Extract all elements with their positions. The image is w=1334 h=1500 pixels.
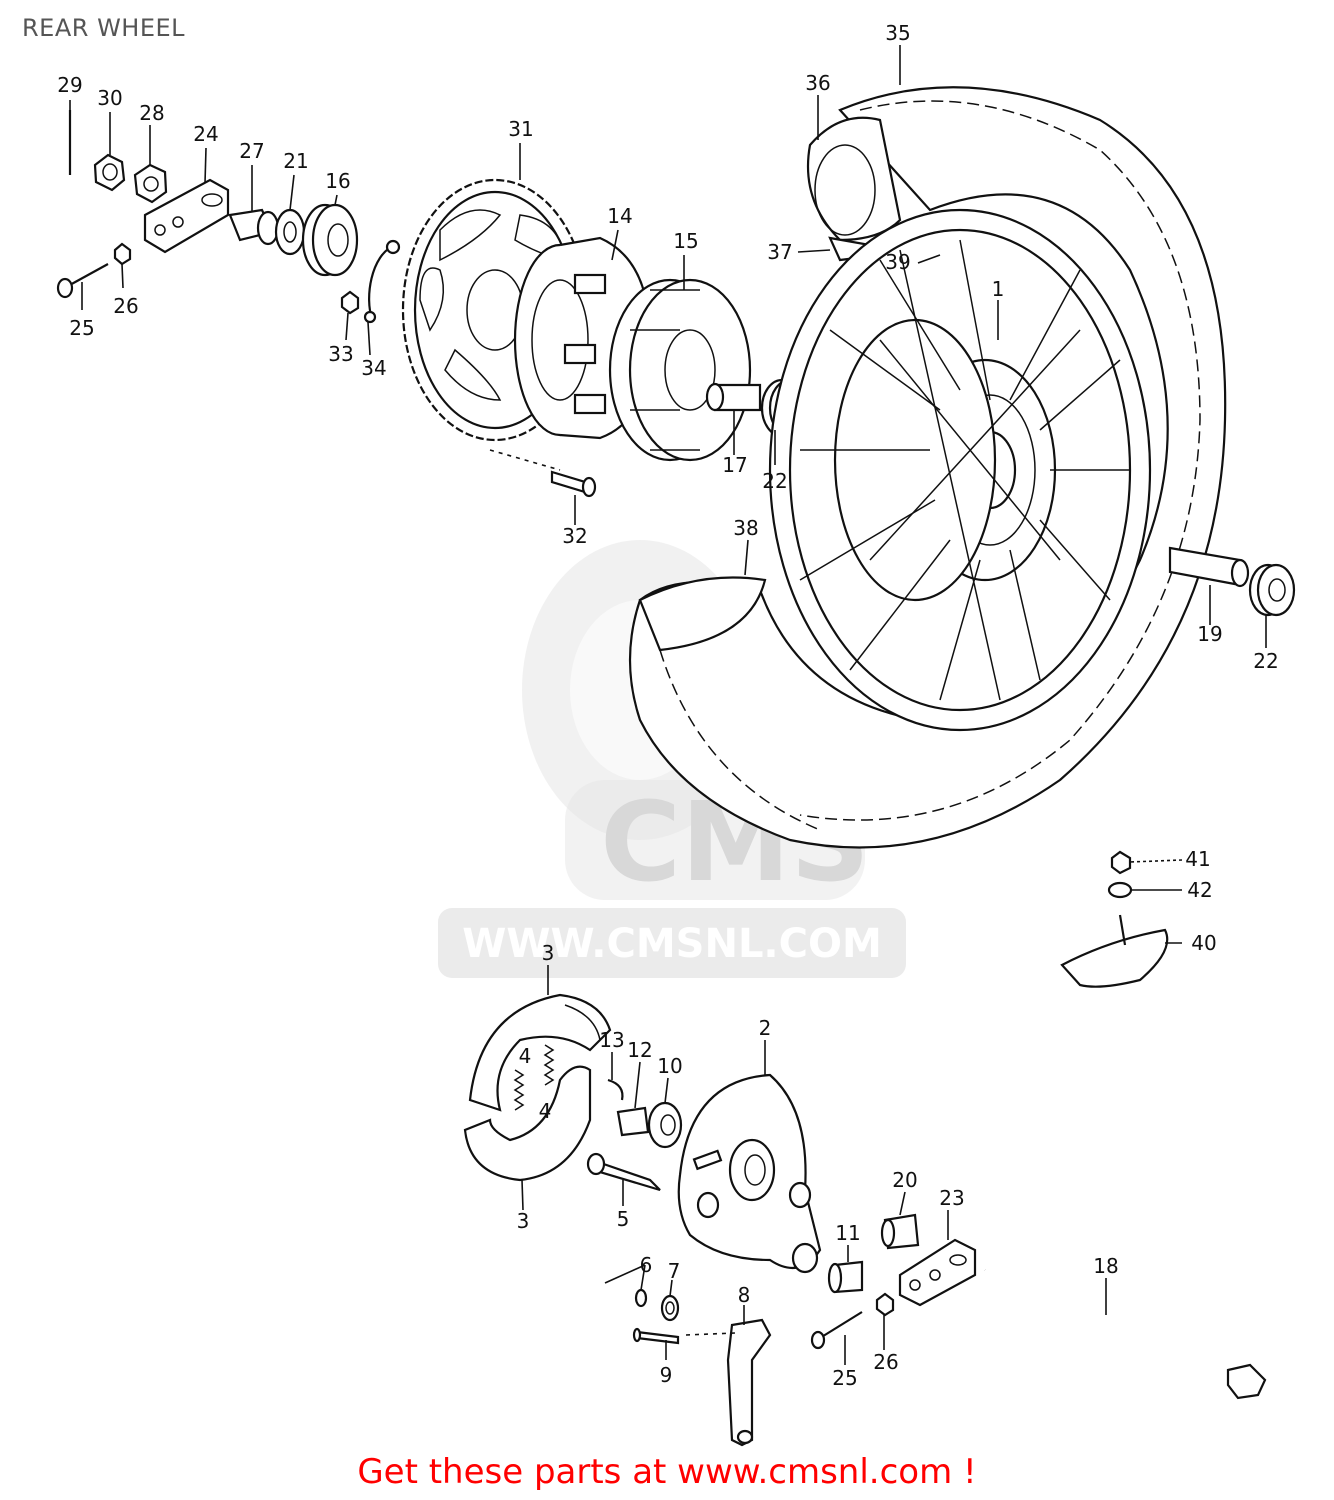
axle-nut <box>93 153 126 192</box>
inner-tube <box>806 116 902 242</box>
rear-wheel-rim <box>768 208 1152 732</box>
callout-17: 17 <box>722 453 747 477</box>
callout-14: 14 <box>607 204 632 228</box>
callout-21: 21 <box>283 149 308 173</box>
bolt-25-bottom <box>810 1311 863 1350</box>
callout-25-top: 25 <box>69 316 94 340</box>
brake-shoe-lower <box>463 1065 592 1182</box>
brake-spring-lower <box>513 1069 525 1111</box>
callout-4-upper: 4 <box>519 1044 532 1068</box>
circlip-13 <box>607 1078 624 1101</box>
callout-labels: 29 30 28 24 27 21 16 25 26 33 34 31 14 1… <box>57 21 1278 1390</box>
callout-11: 11 <box>835 1221 860 1245</box>
callout-26-top: 26 <box>113 294 138 318</box>
sprocket-hub-collar <box>228 208 280 246</box>
callout-19: 19 <box>1197 622 1222 646</box>
nut-33 <box>340 290 360 315</box>
stud-bolt-32 <box>550 470 597 498</box>
callout-16: 16 <box>325 169 350 193</box>
callout-32: 32 <box>562 524 587 548</box>
washer-21 <box>274 208 306 256</box>
circlip-34 <box>363 239 401 324</box>
callout-37: 37 <box>767 240 792 264</box>
callout-31: 31 <box>508 117 533 141</box>
rim-lock-40 <box>1060 914 1169 988</box>
bearing-17 <box>705 382 762 412</box>
callout-30: 30 <box>97 86 122 110</box>
callout-42: 42 <box>1187 878 1212 902</box>
callout-8: 8 <box>738 1283 751 1307</box>
oring-6 <box>634 1288 648 1308</box>
callout-6: 6 <box>640 1253 653 1277</box>
watermark-url: WWW.CMSNL.COM <box>462 921 882 967</box>
callout-40: 40 <box>1191 931 1216 955</box>
brake-panel <box>677 1073 822 1274</box>
callout-24: 24 <box>193 122 218 146</box>
axle-spacer-19 <box>1168 546 1250 588</box>
bearing-22-right <box>1248 563 1296 617</box>
callout-1: 1 <box>992 277 1005 301</box>
brake-spring-upper <box>543 1044 555 1086</box>
callout-7: 7 <box>668 1259 681 1283</box>
callout-4-lower: 4 <box>539 1099 552 1123</box>
callout-38: 38 <box>733 516 758 540</box>
callout-29: 29 <box>57 73 82 97</box>
chain-adjuster-right <box>898 1238 977 1307</box>
washer-42 <box>1107 881 1133 899</box>
callout-15: 15 <box>673 229 698 253</box>
nut-26-top <box>113 242 132 266</box>
cush-drive-damper <box>608 278 752 462</box>
callout-22-top: 22 <box>762 469 787 493</box>
callout-23: 23 <box>939 1186 964 1210</box>
footer-cta-link[interactable]: Get these parts at www.cmsnl.com ! <box>357 1452 977 1492</box>
callout-3-bottom: 3 <box>517 1209 530 1233</box>
callout-22-right: 22 <box>1253 649 1278 673</box>
callout-9: 9 <box>660 1363 673 1387</box>
callout-5: 5 <box>617 1207 630 1231</box>
bolt-25-top <box>56 263 109 299</box>
brake-cam-5 <box>586 1152 661 1192</box>
page-title: REAR WHEEL <box>22 14 186 42</box>
leader-lines <box>69 45 1267 1365</box>
callout-27: 27 <box>239 139 264 163</box>
spacer-nut <box>133 163 168 204</box>
callout-20: 20 <box>892 1168 917 1192</box>
bearing-10 <box>647 1101 683 1149</box>
rear-axle-18 <box>983 1267 1267 1400</box>
nut-26-bottom <box>875 1292 895 1317</box>
seal-7 <box>660 1294 680 1322</box>
callout-3-top: 3 <box>542 941 555 965</box>
callout-10: 10 <box>657 1054 682 1078</box>
callout-28: 28 <box>139 101 164 125</box>
callout-13: 13 <box>599 1028 624 1052</box>
callout-34: 34 <box>361 356 386 380</box>
callout-33: 33 <box>328 342 353 366</box>
chain-adjuster-left <box>143 178 230 254</box>
callout-26-bottom: 26 <box>873 1350 898 1374</box>
callout-41: 41 <box>1185 847 1210 871</box>
bearing-16 <box>301 203 359 277</box>
callout-2: 2 <box>759 1016 772 1040</box>
cam-12 <box>616 1106 650 1137</box>
nut-41 <box>1110 850 1132 875</box>
callout-12: 12 <box>627 1038 652 1062</box>
bolt-9 <box>632 1327 680 1345</box>
callout-18: 18 <box>1093 1254 1118 1278</box>
collar-11 <box>827 1260 864 1294</box>
callout-25-bottom: 25 <box>832 1366 857 1390</box>
callout-35: 35 <box>885 21 910 45</box>
collar-20 <box>880 1213 920 1250</box>
callout-39: 39 <box>885 250 910 274</box>
callout-36: 36 <box>805 71 830 95</box>
tire-flap-38 <box>638 576 767 652</box>
brake-arm-8 <box>726 1318 772 1447</box>
brake-shoe-upper <box>468 993 612 1112</box>
